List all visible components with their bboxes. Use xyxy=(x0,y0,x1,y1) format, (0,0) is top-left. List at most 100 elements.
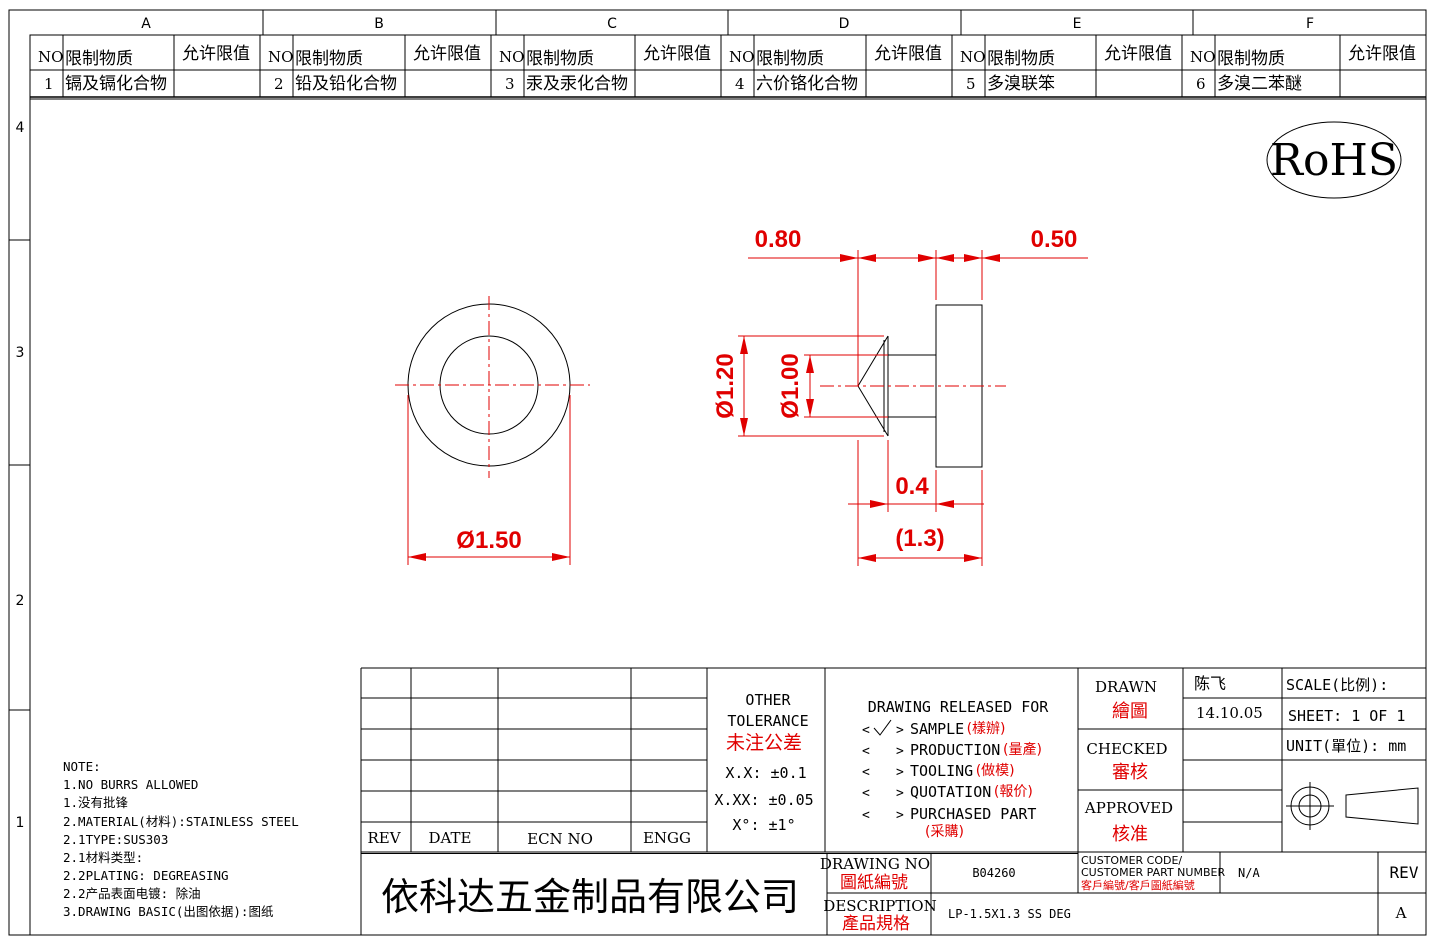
customer-label-cn: 客戶編號/客戶圖紙編號 xyxy=(1081,878,1195,892)
substance-limit-header: 允许限值 xyxy=(643,44,711,64)
substance-name-header: 限制物质 xyxy=(756,49,824,69)
substance-name-header: 限制物质 xyxy=(526,49,594,69)
tolerance-deg: X°: ±1° xyxy=(732,816,795,834)
drawn-label-cn: 繪圖 xyxy=(1112,701,1148,722)
substance-no: 5 xyxy=(966,75,976,93)
note-line: 2.2产品表面电镀: 除油 xyxy=(63,886,201,901)
release-bracket-left: < xyxy=(862,744,870,759)
dim-l050: 0.50 xyxy=(1031,226,1078,253)
release-bracket-right: > xyxy=(896,765,904,780)
tolerance-title-1: OTHER xyxy=(745,691,791,709)
tolerance-title-2: TOLERANCE xyxy=(727,712,808,730)
row-label-4: 4 xyxy=(16,120,25,136)
column-zone-bar: A B C D E F xyxy=(141,10,1314,35)
substance-name-header: 限制物质 xyxy=(295,49,363,69)
substance-limit-header: 允许限值 xyxy=(1104,44,1172,64)
note-line: 1.NO BURRS ALLOWED xyxy=(63,777,198,792)
substance-name: 镉及镉化合物 xyxy=(65,74,167,94)
row-label-3: 3 xyxy=(16,345,25,361)
release-option-cn: (采購) xyxy=(925,824,964,840)
drawn-label: DRAWN xyxy=(1095,678,1157,696)
substance-limit-header: 允许限值 xyxy=(413,44,481,64)
release-option-label[interactable]: SAMPLE xyxy=(910,720,964,738)
dim-d120: Ø1.20 xyxy=(712,353,739,418)
release-bracket-right: > xyxy=(896,744,904,759)
substance-name: 多溴联笨 xyxy=(987,74,1055,94)
release-option-label[interactable]: PRODUCTION xyxy=(910,741,1000,759)
engg-header: ENGG xyxy=(643,829,691,847)
release-bracket-left: < xyxy=(862,765,870,780)
note-line: 3.DRAWING BASIC(出图依据):图纸 xyxy=(63,904,274,919)
release-bracket-right: > xyxy=(896,786,904,801)
release-option-label[interactable]: TOOLING xyxy=(910,762,973,780)
dim-d150: Ø1.50 xyxy=(456,527,521,554)
release-option-label[interactable]: PURCHASED PART xyxy=(910,805,1036,823)
dim-l13: (1.3) xyxy=(895,525,944,552)
drawing-no-label: DRAWING NO xyxy=(820,855,930,873)
substance-no: 6 xyxy=(1196,75,1206,93)
substance-limit-header: 允许限值 xyxy=(1348,44,1416,64)
sheet-label: SHEET: 1 OF 1 xyxy=(1288,707,1405,725)
substance-no: 2 xyxy=(274,75,284,93)
column-label-c: C xyxy=(607,16,617,32)
substance-no: 4 xyxy=(735,75,745,93)
substance-no-header: NO xyxy=(729,48,754,66)
release-option-label[interactable]: QUOTATION xyxy=(910,783,991,801)
substance-name: 六价铬化合物 xyxy=(756,74,858,94)
rev-block-value: A xyxy=(1395,904,1407,922)
approved-label: APPROVED xyxy=(1084,799,1173,817)
dim-l04: 0.4 xyxy=(895,473,929,500)
column-label-d: D xyxy=(839,16,850,32)
date-header: DATE xyxy=(429,829,472,847)
row-label-2: 2 xyxy=(16,593,25,609)
substance-no-header: NO xyxy=(499,48,524,66)
drawn-name: 陈飞 xyxy=(1194,674,1226,693)
drawing-no-label-cn: 圖紙編號 xyxy=(840,873,908,893)
row-label-1: 1 xyxy=(16,815,25,831)
release-option-cn: (量產) xyxy=(1003,741,1042,758)
tolerance-title-cn: 未注公差 xyxy=(726,732,802,754)
scale-label: SCALE(比例): xyxy=(1286,676,1388,694)
column-label-b: B xyxy=(374,16,384,32)
substance-limit-header: 允许限值 xyxy=(874,44,942,64)
tolerance-xxx: X.XX: ±0.05 xyxy=(714,791,813,809)
checkmark-icon xyxy=(873,719,892,736)
approved-label-cn: 核准 xyxy=(1112,824,1148,845)
description-label-cn: 產品規格 xyxy=(842,914,910,934)
release-option-cn: (報价) xyxy=(994,784,1033,800)
rohs-mark: RoHS xyxy=(1266,121,1402,199)
substance-name: 多溴二苯醚 xyxy=(1217,74,1302,94)
release-bracket-left: < xyxy=(862,786,870,801)
drawn-date: 14.10.05 xyxy=(1196,704,1263,722)
description-label: DESCRIPTION xyxy=(823,897,936,915)
rev-header: REV xyxy=(367,829,401,847)
substance-name-header: 限制物质 xyxy=(65,49,133,69)
notes-block: NOTE:1.NO BURRS ALLOWED1.没有批锋2.MATERIAL(… xyxy=(63,759,299,919)
description-value: LP-1.5X1.3 SS DEG xyxy=(948,907,1071,921)
substance-no: 1 xyxy=(44,75,54,93)
substance-no: 3 xyxy=(505,75,515,93)
company-name: 依科达五金制品有限公司 xyxy=(381,875,799,919)
release-bracket-right: > xyxy=(896,808,904,823)
checked-label: CHECKED xyxy=(1086,740,1167,758)
checked-label-cn: 審核 xyxy=(1112,762,1148,783)
tolerance-xx: X.X: ±0.1 xyxy=(725,764,806,782)
note-line: NOTE: xyxy=(63,759,101,774)
ecn-header: ECN NO xyxy=(527,830,593,848)
substance-no-header: NO xyxy=(38,48,63,66)
note-line: 2.2PLATING: DEGREASING xyxy=(63,868,229,883)
rev-block-label: REV xyxy=(1390,863,1419,882)
title-block: REV DATE ECN NO ENGG OTHER TOLERANCE 未注公… xyxy=(360,667,1426,935)
substance-name-header: 限制物质 xyxy=(1217,49,1285,69)
dim-l080: 0.80 xyxy=(755,226,802,253)
row-zone-bar: 4 3 2 1 xyxy=(9,120,30,831)
dim-d100: Ø1.00 xyxy=(777,353,804,418)
substance-name-header: 限制物质 xyxy=(987,49,1055,69)
note-line: 1.没有批锋 xyxy=(63,795,129,810)
substance-limit-header: 允许限值 xyxy=(182,44,250,64)
release-title: DRAWING RELEASED FOR xyxy=(868,698,1050,716)
note-line: 2.1材料类型: xyxy=(63,850,143,865)
drawing-no-value: B04260 xyxy=(972,866,1015,880)
